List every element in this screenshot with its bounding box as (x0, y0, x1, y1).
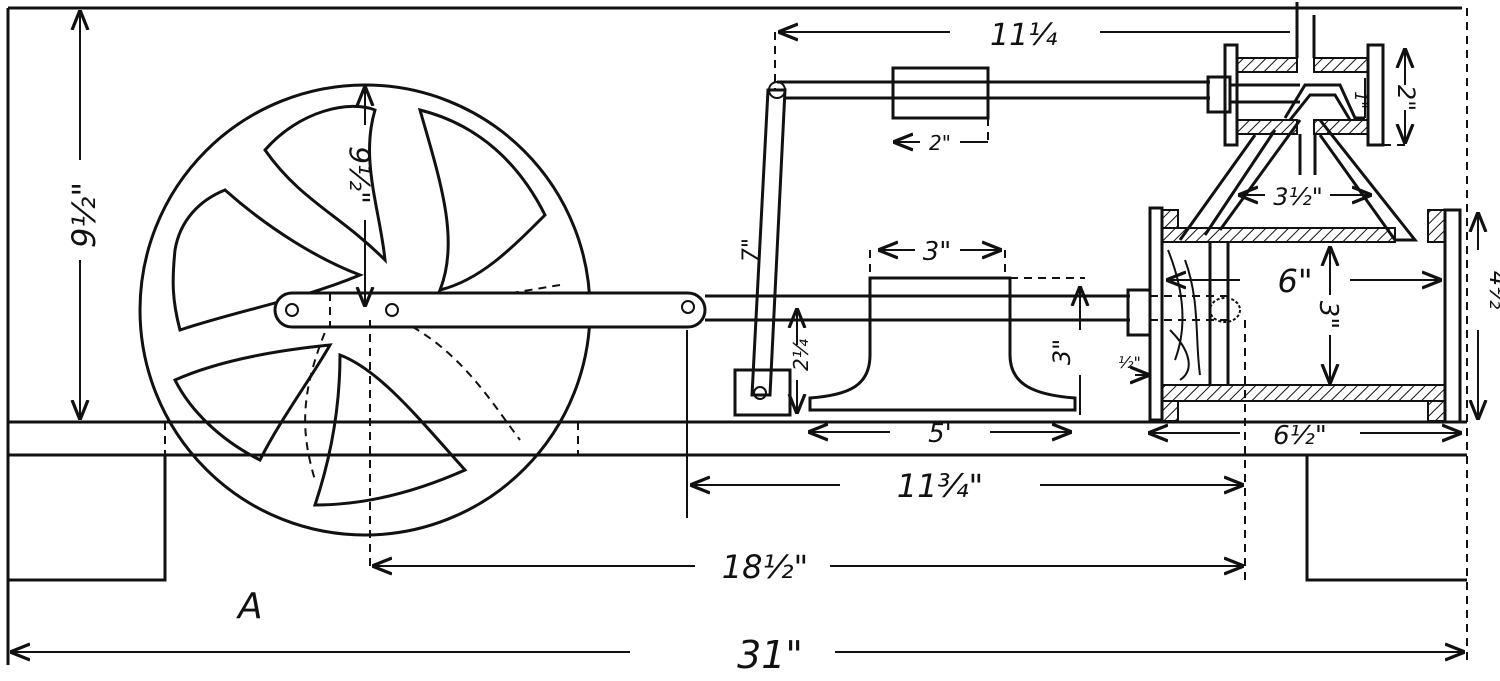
valve-chest (1223, 2, 1385, 147)
label-cylinder-base: 6½" (1273, 421, 1327, 451)
label-flywheel-diameter: 9½" (343, 146, 376, 204)
label-stroke-to-cylinder: 11¾" (897, 467, 983, 505)
label-valve-rod-length: 11¼ (990, 18, 1057, 53)
label-bearing-width: 3" (923, 237, 952, 267)
label-cylinder-length: 6" (1277, 262, 1312, 300)
label-lever-base-height: 2¼ (789, 338, 813, 371)
outer-frame (6, 6, 1468, 665)
figure-letter: A (236, 586, 263, 627)
label-cylinder-height: 4½ (1484, 271, 1500, 310)
cylinder (1148, 206, 1462, 424)
label-total-length: 31" (737, 633, 803, 677)
valve-rod (777, 66, 1300, 120)
dimension-labels: 11¼ 9½" 9½" 2" 1" 2" 3½" 7" 3" 6" 3" 4½ … (65, 18, 1500, 677)
connecting-rod (273, 291, 707, 329)
steam-pipe (1178, 119, 1419, 242)
label-lever-length: 7" (739, 238, 764, 262)
dimension-lines (12, 12, 1478, 652)
label-steam-pipe-width: 3½" (1273, 183, 1323, 211)
label-height-total: 9½" (65, 182, 103, 248)
label-wall-thickness: ½" (1118, 353, 1141, 372)
label-bearing-height: 3" (1048, 339, 1076, 365)
bearing-stand (808, 276, 1077, 412)
label-bearing-base: 5' (928, 419, 952, 449)
label-weight-length: 2" (929, 131, 951, 155)
label-valve-chest-height: 2" (1392, 85, 1420, 111)
label-cylinder-bore: 3" (1313, 301, 1343, 330)
label-flywheel-to-cylinder: 18½" (722, 548, 808, 586)
label-valve-travel: 1" (1351, 91, 1370, 109)
